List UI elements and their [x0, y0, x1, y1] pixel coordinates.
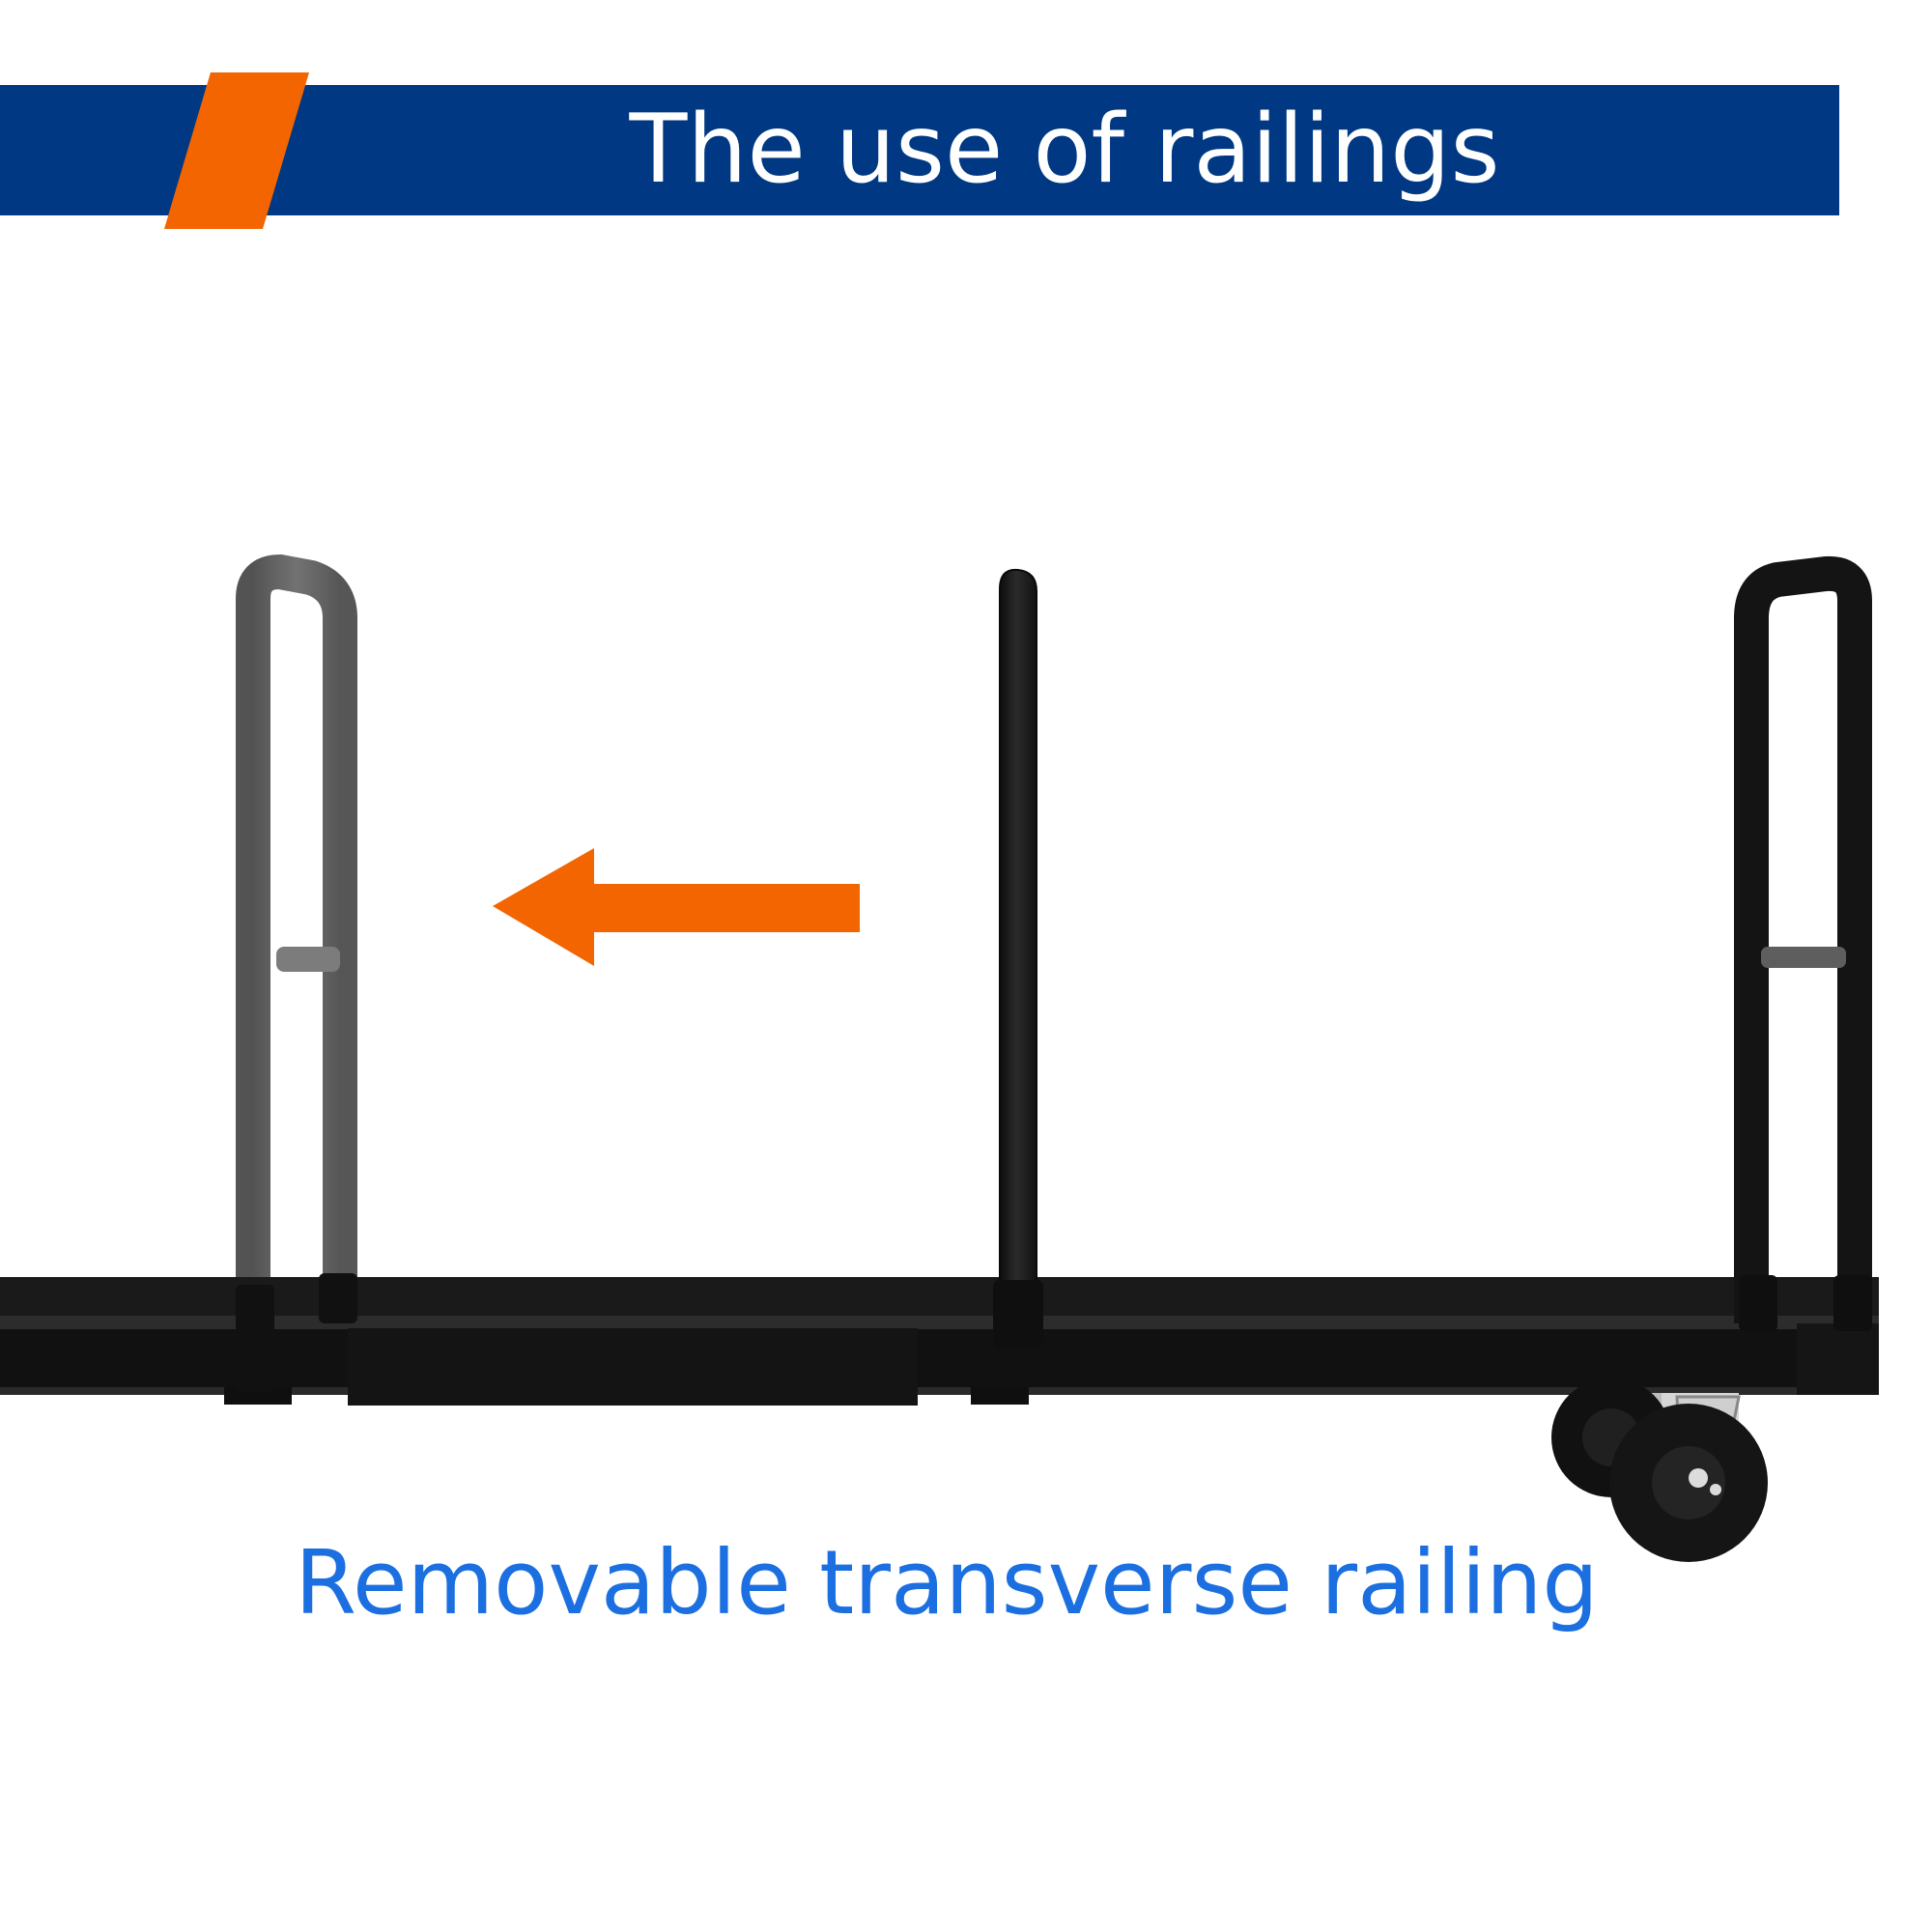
banner-accent-stripe [164, 72, 309, 229]
cart-base-frame [0, 1277, 1879, 1406]
feature-caption: Removable transverse railing [295, 1531, 1599, 1634]
removed-railing-ghost [236, 554, 357, 1331]
caster-wheels [1551, 1378, 1768, 1562]
center-post [993, 568, 1043, 1348]
left-post-sockets [236, 1273, 357, 1393]
move-left-arrow-icon [493, 848, 860, 966]
title-banner [0, 85, 1839, 215]
page-title: The use of railings [629, 95, 1500, 205]
right-railing [1734, 555, 1872, 1331]
